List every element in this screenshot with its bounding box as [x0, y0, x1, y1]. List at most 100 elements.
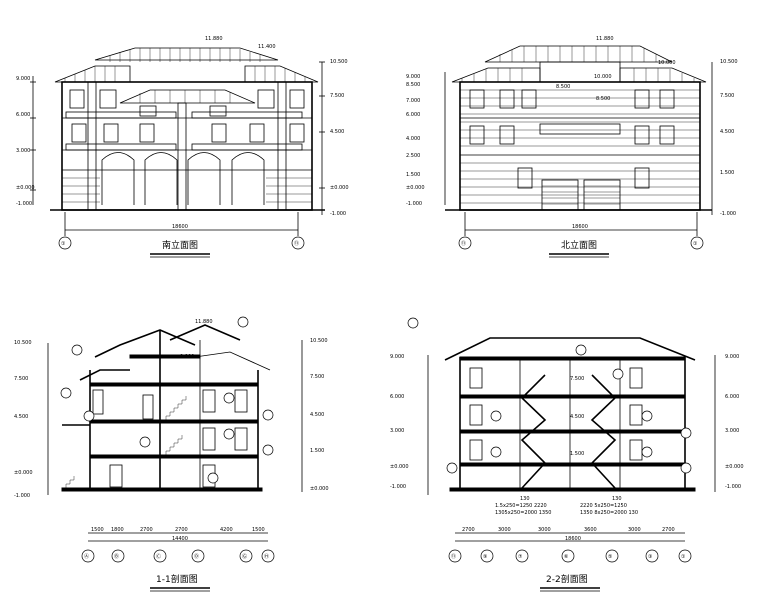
detail-bubble [83, 410, 95, 422]
s22-left-elev-4: -1.000 [390, 484, 406, 490]
detail-bubble [223, 428, 235, 440]
s22-dim-5: 2700 [662, 527, 675, 533]
south-right-elev-3: ±0.000 [330, 185, 349, 191]
s22-note-2: 1.5x250=1250 2220 [495, 503, 547, 509]
s11-axis-5: Ⓗ [264, 553, 269, 560]
south-right-elev-2: 4.500 [330, 129, 344, 135]
detail-bubble [446, 462, 458, 474]
s11-left-elev-2: 4.500 [14, 414, 28, 420]
s22-left-elev-2: 3.000 [390, 428, 404, 434]
s22-inner-mark-0: 7.500 [570, 376, 584, 382]
detail-bubble [71, 344, 83, 356]
axis-bubble [58, 236, 72, 250]
s11-right-elev-0: 10.500 [310, 338, 328, 344]
s11-dim-5: 1500 [252, 527, 265, 533]
s11-axis-2: Ⓒ [156, 553, 161, 560]
detail-bubble [139, 436, 151, 448]
s22-dim-3: 3600 [584, 527, 597, 533]
detail-bubble [407, 317, 419, 329]
axis-bubble [458, 236, 472, 250]
south-left-elev-4: -1.000 [16, 201, 32, 207]
axis-bubble [261, 549, 275, 563]
detail-bubble [490, 410, 502, 422]
north-axis-left: ⑪ [461, 240, 466, 247]
s22-inner-mark-1: 4.500 [570, 414, 584, 420]
s22-right-elev-0: 9.000 [725, 354, 739, 360]
s11-top-mark-1: 9.000 [180, 354, 194, 360]
s22-total-dim: 18600 [565, 536, 581, 542]
axis-bubble [690, 236, 704, 250]
s22-right-elev-4: -1.000 [725, 484, 741, 490]
axis-bubble [515, 549, 529, 563]
south-axis-left: ① [61, 241, 66, 247]
detail-bubble [680, 427, 692, 439]
s22-note-1: 130 [612, 496, 622, 502]
north-right-elev-4: -1.000 [720, 211, 736, 217]
detail-bubble [641, 446, 653, 458]
detail-bubble [60, 387, 72, 399]
detail-bubble [262, 444, 274, 456]
detail-bubble [237, 316, 249, 328]
s22-dim-1: 3000 [498, 527, 511, 533]
south-roof-hatch [64, 48, 306, 103]
s11-axis-0: Ⓐ [84, 553, 89, 560]
north-top-mark-1: 10.000 [594, 74, 612, 80]
detail-bubble [612, 368, 624, 380]
s11-left-elev-1: 7.500 [14, 376, 28, 382]
axis-bubble [561, 549, 575, 563]
north-left-elev-4: 4.000 [406, 136, 420, 142]
s22-axis-2: ⑦ [518, 554, 523, 560]
section-2-2: 7.500 4.500 1.500 9.000 6.000 3.000 ±0.0… [390, 317, 744, 592]
s11-dim-3: 2700 [175, 527, 188, 533]
south-left-elev-1: 6.000 [16, 112, 30, 118]
axis-bubble [678, 549, 692, 563]
axis-bubble [81, 549, 95, 563]
north-left-elev-1: 8.500 [406, 82, 420, 88]
south-left-elev-3: ±0.000 [16, 185, 35, 191]
north-left-elev-8: -1.000 [406, 201, 422, 207]
north-axis-right: ① [693, 241, 698, 247]
north-left-elev-2: 7.000 [406, 98, 420, 104]
s11-right-elev-4: ±0.000 [310, 486, 329, 492]
south-elevation: 9.000 6.000 3.000 ±0.000 -1.000 10.500 7… [16, 36, 349, 258]
detail-bubble [262, 409, 274, 421]
detail-bubble [490, 446, 502, 458]
s11-dim-4: 4200 [220, 527, 233, 533]
s22-right-elev-3: ±0.000 [725, 464, 744, 470]
detail-bubble [641, 410, 653, 422]
s22-right-elev-2: 3.000 [725, 428, 739, 434]
detail-bubble [223, 392, 235, 404]
south-top-mark-1: 11.400 [258, 44, 276, 50]
section-1-1: 11.880 9.000 10.500 7.500 4.500 ±0.000 -… [14, 316, 329, 592]
south-title: 南立面图 [162, 239, 198, 251]
s22-title: 2-2剖面图 [546, 573, 588, 585]
s11-left-elev-3: ±0.000 [14, 470, 33, 476]
south-axis-right: ⑪ [294, 240, 299, 247]
north-right-elev-0: 10.500 [720, 59, 738, 65]
north-title: 北立面图 [561, 239, 597, 251]
s11-dim-0: 1500 [91, 527, 104, 533]
s22-axis-3: ⑥ [564, 554, 569, 560]
axis-bubble [239, 549, 253, 563]
detail-bubble [207, 472, 219, 484]
s22-left-elev-1: 6.000 [390, 394, 404, 400]
south-right-elev-1: 7.500 [330, 93, 344, 99]
s22-axis-0: ⑪ [451, 553, 456, 560]
south-right-elev-0: 10.500 [330, 59, 348, 65]
axis-bubble [153, 549, 167, 563]
s11-total-dim: 14400 [172, 536, 188, 542]
axis-bubble [480, 549, 494, 563]
s22-dim-4: 3000 [628, 527, 641, 533]
south-width-dim: 18600 [172, 224, 188, 230]
north-top-mark-4: 8.500 [596, 96, 610, 102]
north-width-dim: 18600 [572, 224, 588, 230]
axis-bubble [291, 236, 305, 250]
axis-bubble [645, 549, 659, 563]
s22-dim-2: 3000 [538, 527, 551, 533]
s11-dim-2: 2700 [140, 527, 153, 533]
north-right-elev-2: 4.500 [720, 129, 734, 135]
north-right-elev-3: 1.500 [720, 170, 734, 176]
s11-right-elev-3: 1.500 [310, 448, 324, 454]
axis-bubble [191, 549, 205, 563]
